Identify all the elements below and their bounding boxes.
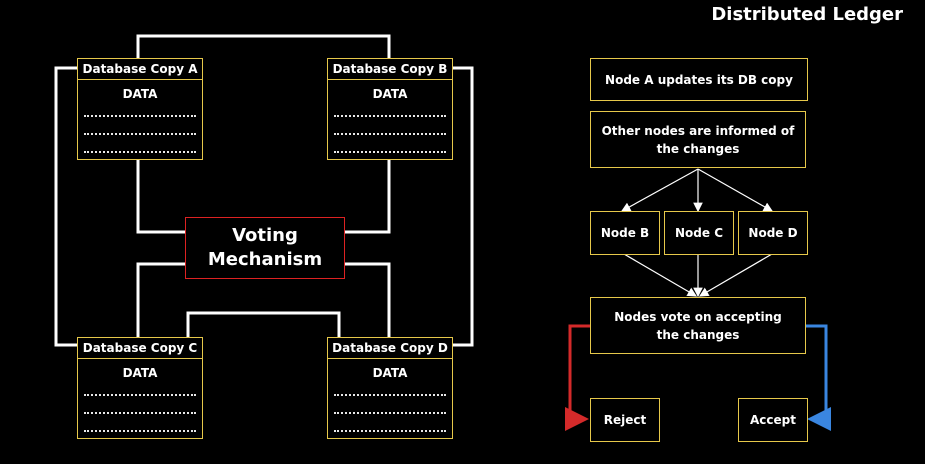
- node-b: Node B: [590, 211, 660, 255]
- reject-box: Reject: [590, 398, 660, 442]
- data-line: [334, 394, 446, 396]
- database-copy-d: Database Copy D DATA: [327, 337, 453, 439]
- node-c: Node C: [664, 211, 734, 255]
- data-line: [334, 430, 446, 432]
- database-title: Database Copy D: [328, 338, 452, 359]
- data-line: [334, 115, 446, 117]
- database-copy-b: Database Copy B DATA: [327, 58, 453, 160]
- database-copy-c: Database Copy C DATA: [77, 337, 203, 439]
- database-data-label: DATA: [122, 87, 158, 101]
- data-line: [84, 151, 196, 153]
- data-line: [84, 430, 196, 432]
- database-copy-a: Database Copy A DATA: [77, 58, 203, 160]
- node-d: Node D: [738, 211, 808, 255]
- data-line: [84, 115, 196, 117]
- data-line: [84, 412, 196, 414]
- database-title: Database Copy B: [328, 59, 452, 80]
- data-line: [334, 412, 446, 414]
- database-title: Database Copy A: [78, 59, 202, 80]
- page-title: Distributed Ledger: [711, 4, 903, 25]
- database-data-label: DATA: [372, 366, 408, 380]
- data-line: [84, 394, 196, 396]
- step-nodes-informed: Other nodes are informed of the changes: [590, 111, 806, 168]
- step-node-a-update: Node A updates its DB copy: [590, 58, 808, 101]
- database-data-label: DATA: [372, 87, 408, 101]
- data-line: [334, 133, 446, 135]
- accept-box: Accept: [738, 398, 808, 442]
- step-nodes-vote: Nodes vote on accepting the changes: [590, 297, 806, 354]
- database-title: Database Copy C: [78, 338, 202, 359]
- voting-mechanism: Voting Mechanism: [185, 217, 345, 279]
- data-line: [84, 133, 196, 135]
- database-data-label: DATA: [122, 366, 158, 380]
- data-line: [334, 151, 446, 153]
